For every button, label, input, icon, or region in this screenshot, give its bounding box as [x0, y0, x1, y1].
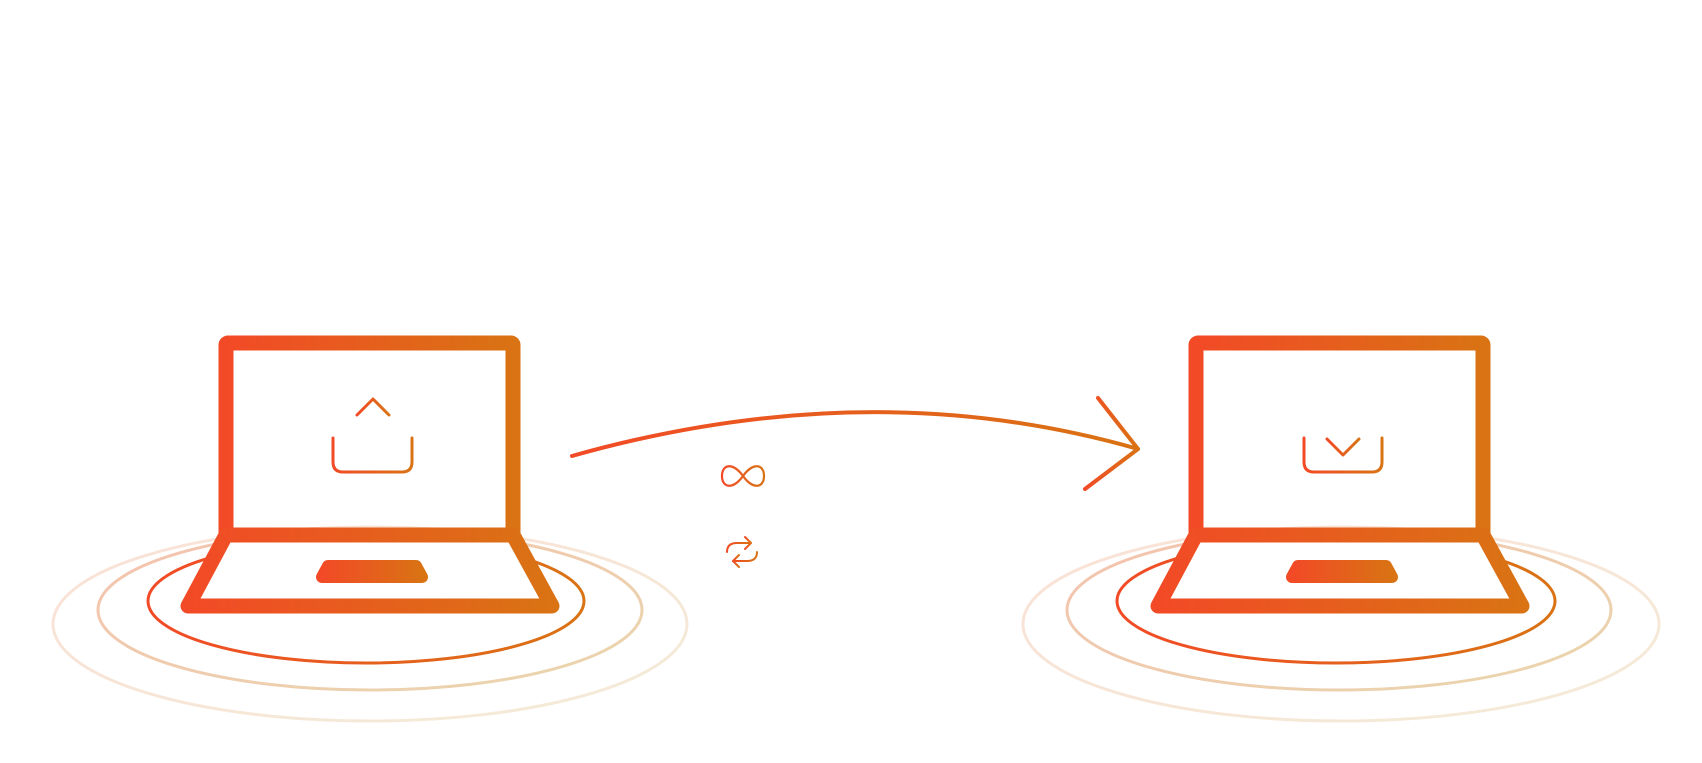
sender-ring-outer: [51, 525, 689, 723]
receiver-node: [1021, 335, 1661, 723]
arrow-right-icon: [570, 410, 1140, 458]
sender-laptop-screen: [218, 335, 521, 543]
receiver-ring-outer: [1021, 525, 1661, 723]
arrow-head: [1083, 396, 1140, 491]
sync-arrows-icon: [726, 536, 758, 568]
sender-laptop-icon: [180, 335, 560, 614]
receiver-laptop-screen: [1188, 335, 1491, 543]
transfer-arrow: [570, 396, 1140, 491]
download-icon: [1302, 398, 1384, 474]
receiver-laptop-trackpad: [1286, 560, 1398, 583]
infinity-icon: [720, 465, 766, 487]
sender-laptop-trackpad: [316, 560, 428, 583]
receiver-laptop-icon: [1150, 335, 1530, 614]
upload-icon: [331, 397, 414, 474]
sender-node: [51, 335, 689, 723]
